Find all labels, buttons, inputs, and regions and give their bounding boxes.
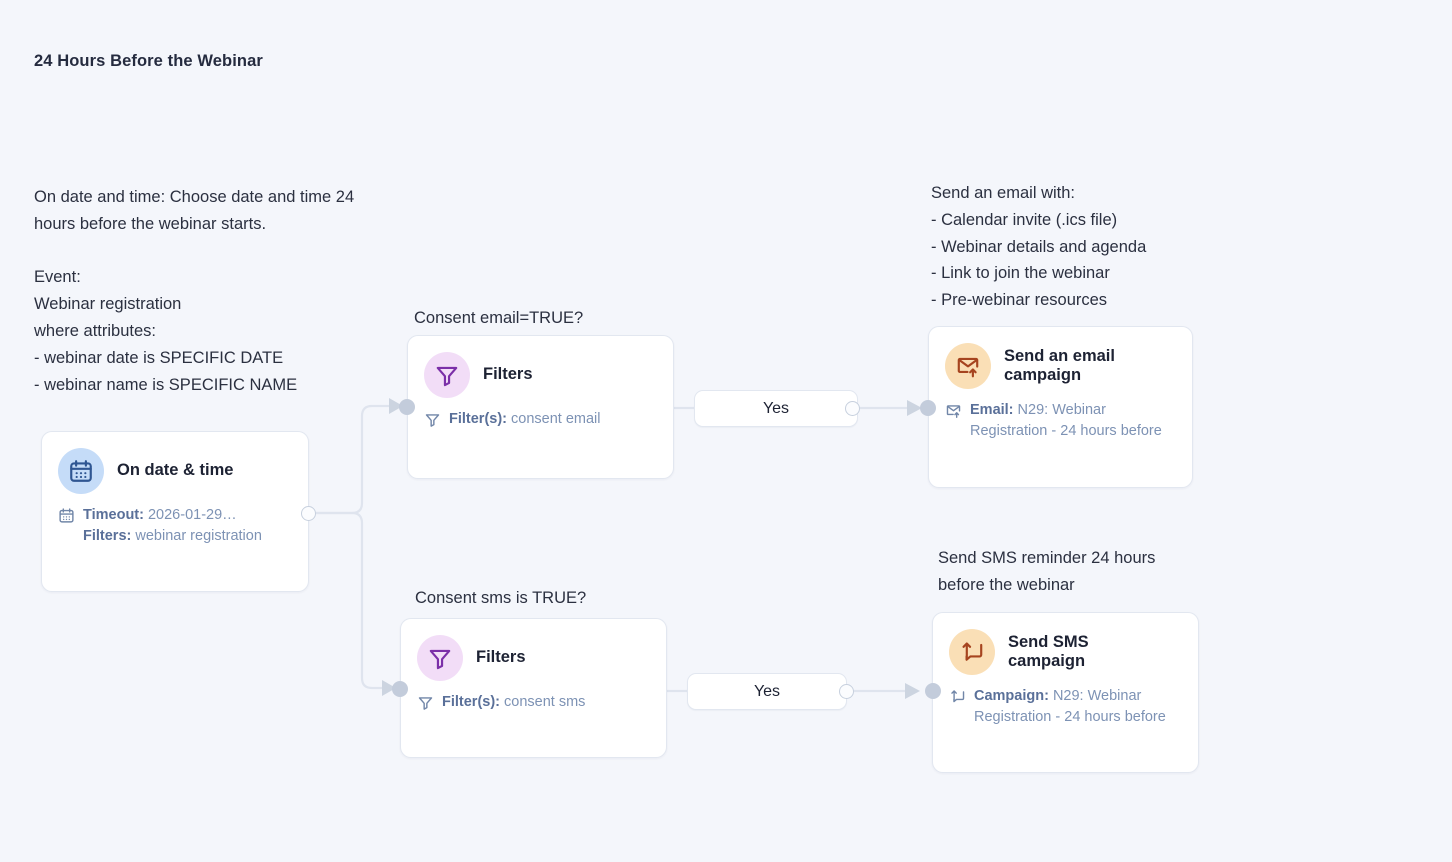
node-meta: Filter(s): consent email (408, 398, 673, 451)
yes-sms-output-port[interactable] (839, 684, 854, 699)
node-header: Filters (401, 619, 666, 681)
email-send-icon (945, 343, 991, 389)
meta-value: webinar registration (131, 527, 262, 544)
node-header: Send an email campaign (929, 327, 1192, 389)
node-title: Filters (483, 365, 533, 384)
email-note: Send an email with: - Calendar invite (.… (931, 184, 1147, 310)
node-send-sms-campaign[interactable]: Send SMS campaign Campaign: N29: Webinar… (932, 612, 1199, 773)
edge-label-yes-email[interactable]: Yes (694, 390, 858, 427)
calendar-icon (58, 448, 104, 494)
email-campaign-input-port[interactable] (920, 400, 936, 416)
meta-label: Filters: (83, 527, 132, 544)
funnel-icon (424, 352, 470, 398)
yes-email-output-port[interactable] (845, 401, 860, 416)
node-meta: Timeout: 2026-01-29… Filters: webinar re… (42, 494, 308, 562)
meta-value: N29: Webinar Registration - 24 hours bef… (974, 688, 1166, 725)
node-on-date-and-time[interactable]: On date & time Timeout: 2026-01-29… Filt… (41, 431, 309, 592)
meta-label: Filter(s): (449, 411, 507, 427)
node-meta: Campaign: N29: Webinar Registration - 24… (933, 675, 1198, 743)
email-condition-label: Consent email=TRUE? (414, 309, 584, 327)
meta-label: Timeout: (83, 507, 144, 523)
node-filters-sms[interactable]: Filters Filter(s): consent sms (400, 618, 667, 758)
node-title: Filters (476, 648, 526, 667)
funnel-icon (417, 635, 463, 681)
filters-sms-input-port[interactable] (392, 681, 408, 697)
node-meta: Filter(s): consent sms (401, 681, 666, 734)
node-title: Send SMS campaign (1008, 632, 1089, 671)
sms-campaign-input-port[interactable] (925, 683, 941, 699)
calendar-icon (58, 507, 75, 531)
funnel-icon (424, 411, 441, 435)
meta-value: N29: Webinar Registration - 24 hours bef… (970, 402, 1162, 439)
sms-send-icon (949, 688, 966, 712)
funnel-icon (417, 694, 434, 718)
node-header: Send SMS campaign (933, 613, 1198, 675)
page-title: 24 Hours Before the Webinar (34, 52, 263, 70)
meta-label: Filter(s): (442, 694, 500, 710)
node-send-email-campaign[interactable]: Send an email campaign Email: N29: Webin… (928, 326, 1193, 488)
sms-send-icon (949, 629, 995, 675)
node-header: Filters (408, 336, 673, 398)
trigger-note: On date and time: Choose date and time 2… (34, 188, 355, 394)
node-title: Send an email campaign (1004, 346, 1115, 385)
trigger-output-port[interactable] (301, 506, 316, 521)
edge-label-yes-sms[interactable]: Yes (687, 673, 847, 710)
node-title: On date & time (117, 461, 234, 480)
meta-label: Campaign: (974, 688, 1049, 704)
node-filters-email[interactable]: Filters Filter(s): consent email (407, 335, 674, 479)
meta-value: 2026-01-29… (143, 507, 237, 523)
node-header: On date & time (42, 432, 308, 494)
meta-value: consent email (507, 411, 601, 427)
sms-note: Send SMS reminder 24 hours before the we… (938, 549, 1156, 594)
email-send-icon (945, 402, 962, 426)
node-meta: Email: N29: Webinar Registration - 24 ho… (929, 389, 1192, 457)
meta-label: Email: (970, 402, 1014, 418)
meta-value: consent sms (500, 694, 586, 710)
sms-condition-label: Consent sms is TRUE? (415, 589, 587, 607)
filters-email-input-port[interactable] (399, 399, 415, 415)
